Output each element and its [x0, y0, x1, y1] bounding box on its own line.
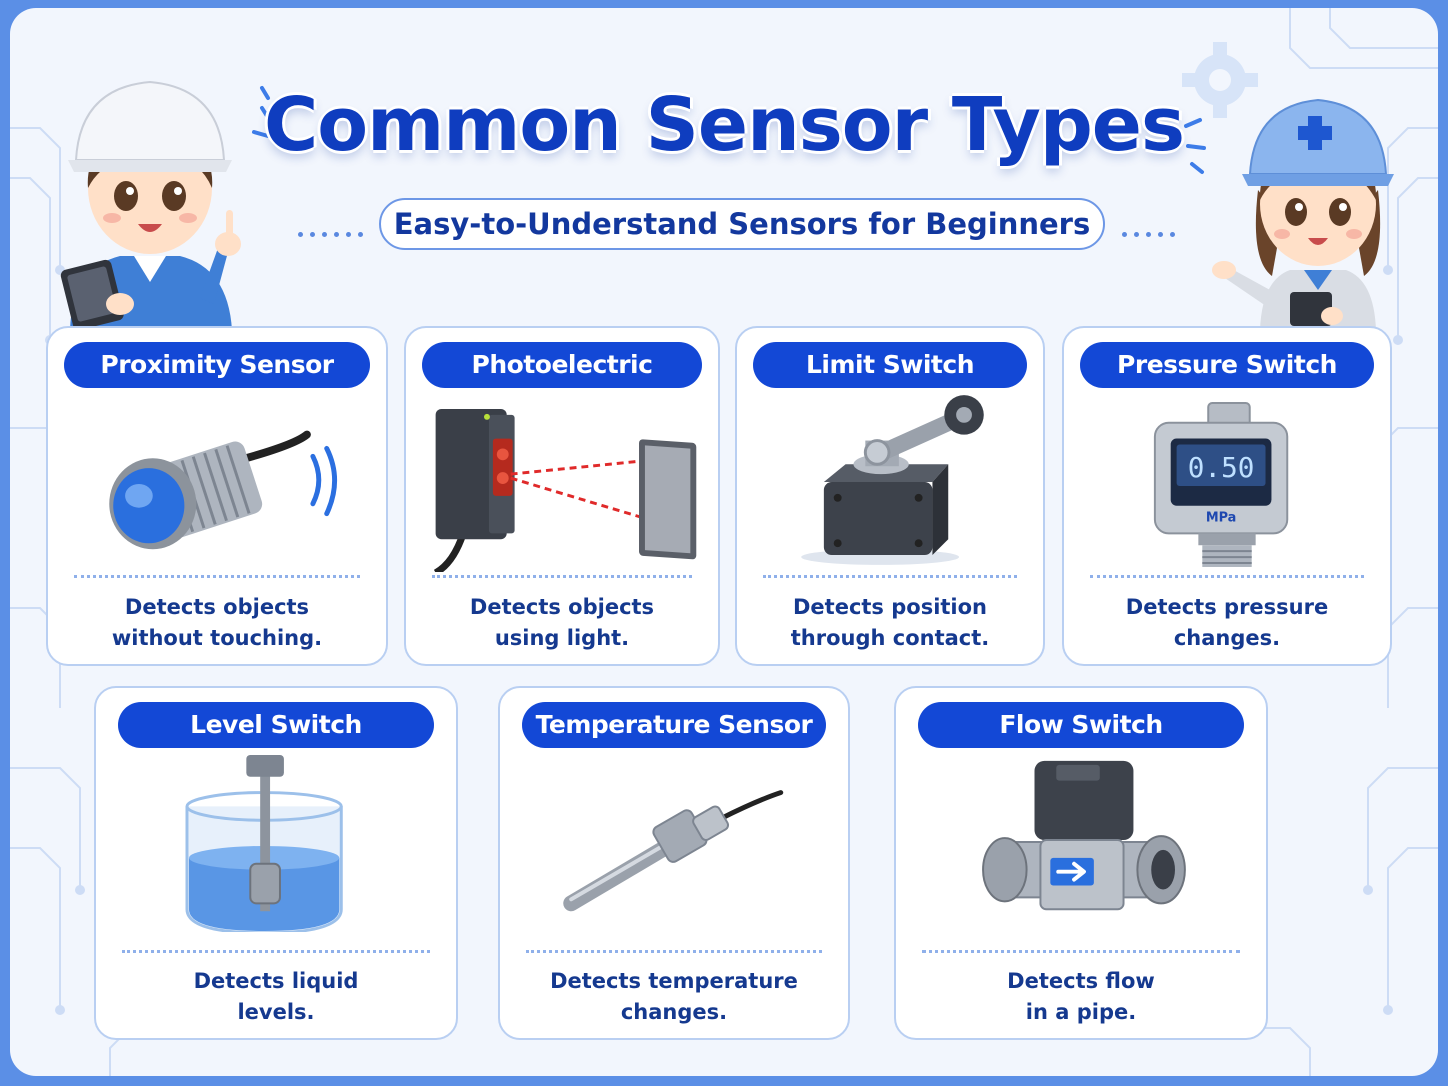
sensor-name: Temperature Sensor — [522, 702, 826, 748]
flow-switch-icon — [982, 760, 1186, 911]
sensor-card-pressure-switch: Pressure Switch 0.50 MPa Detects pressur… — [1062, 326, 1392, 666]
photoelectric-sensor-icon — [433, 408, 697, 572]
pressure-switch-icon: 0.50 MPa — [1153, 401, 1289, 567]
circuit-background-icon — [10, 8, 1438, 1076]
level-switch-icon — [185, 754, 343, 932]
sensor-name: Photoelectric Sensor — [422, 342, 702, 425]
sensor-name: Pressure Switch — [1080, 342, 1374, 388]
gear-icon — [1182, 42, 1258, 118]
card-separator — [763, 575, 1017, 578]
sensor-name: Limit Switch — [753, 342, 1027, 388]
engineer-girl-icon — [1212, 98, 1394, 330]
sensor-name: Proximity Sensor — [64, 342, 370, 388]
pressure-display-unit: MPa — [1206, 511, 1236, 526]
card-separator — [432, 575, 692, 578]
engineer-boy-icon — [60, 80, 241, 330]
card-separator — [74, 575, 360, 578]
limit-switch-icon — [801, 395, 984, 565]
card-separator — [1090, 575, 1364, 578]
card-separator — [122, 950, 430, 953]
page-subtitle: Easy-to-Understand Sensors for Beginners — [379, 198, 1105, 250]
sensor-name: Flow Switch — [918, 702, 1244, 748]
pressure-display-value: 0.50 — [1188, 451, 1255, 484]
proximity-sensor-icon — [109, 430, 337, 550]
temperature-sensor-icon — [563, 790, 784, 912]
subtitle-dots-left — [298, 222, 370, 237]
subtitle-dots-right — [1122, 222, 1182, 237]
card-separator — [922, 950, 1240, 953]
card-separator — [526, 950, 822, 953]
page-title: Common Sensor Types — [263, 82, 1185, 168]
sensor-name: Level Switch — [118, 702, 434, 748]
infographic-page: Common Sensor Types Easy-to-Understand S… — [10, 8, 1438, 1076]
